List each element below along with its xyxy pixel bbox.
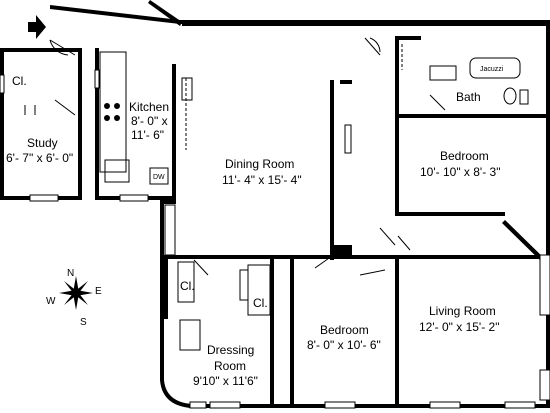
- kitchen-dims-2: 11'- 6": [131, 128, 164, 142]
- dining-label: Dining Room: [225, 157, 294, 171]
- living-dims: 12'- 0" x 15'- 2": [419, 320, 499, 334]
- doors: [24, 37, 446, 301]
- entry-arrow-icon: [28, 15, 46, 39]
- bedroom-lower-dims: 8'- 0" x 10'- 6": [307, 338, 381, 352]
- kitchen-dims-1: 8'- 0" x: [131, 114, 168, 128]
- compass-s: S: [80, 317, 87, 328]
- study-dims: 6'- 7" x 6'- 0": [6, 151, 73, 165]
- kitchen-label: Kitchen: [129, 100, 169, 114]
- dressing-closet-2-label: Cl.: [253, 296, 268, 310]
- compass-n: N: [67, 268, 74, 279]
- dressing-fixtures: [177, 261, 271, 351]
- compass-w: W: [46, 296, 56, 307]
- dressing-closet-1-label: Cl.: [180, 279, 195, 293]
- study-label: Study: [27, 136, 58, 150]
- bedroom-lower-label: Bedroom: [320, 323, 369, 337]
- dressing-label-2: Room: [214, 359, 246, 373]
- jacuzzi-label: Jacuzzi: [480, 66, 504, 73]
- living-label: Living Room: [429, 304, 496, 318]
- bedroom-upper-label: Bedroom: [440, 149, 489, 163]
- bath-fixtures: [401, 44, 529, 105]
- compass-rose-icon: N S E W: [46, 268, 102, 328]
- bath-label: Bath: [456, 90, 481, 104]
- dressing-dims: 9'10" x 11'6": [193, 374, 258, 388]
- compass-e: E: [95, 286, 102, 297]
- dressing-label-1: Dressing: [207, 343, 254, 357]
- bedroom-upper-dims: 10'- 10" x 8'- 3": [420, 165, 500, 179]
- dishwasher-label: DW: [153, 174, 165, 181]
- windows: [0, 69, 550, 409]
- kitchen-fixtures: [99, 51, 193, 185]
- dining-dims: 11'- 4" x 15'- 4": [222, 173, 302, 187]
- study-closet-label: Cl.: [12, 74, 27, 88]
